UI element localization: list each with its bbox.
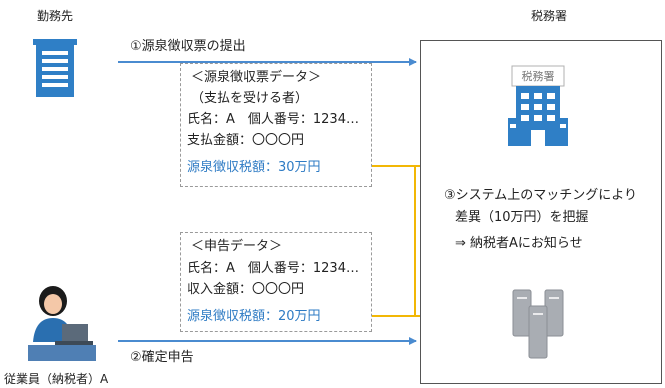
arrow-bottom-label: ②確定申告 <box>130 350 194 365</box>
matching-line-1: ③システム上のマッチングにより <box>444 188 638 203</box>
withholding-data-box: ＜源泉徴収票データ＞ （支払を受ける者） 氏名：A 個人番号：1234… 支払金… <box>180 63 372 187</box>
matching-line-3: ⇒ 納税者Aにお知らせ <box>455 236 583 251</box>
tax-office-sign: 税務署 <box>521 70 555 83</box>
withholding-title: ＜源泉徴収票データ＞ <box>191 70 322 85</box>
withholding-amount-line: 支払金額：〇〇〇円 <box>187 133 305 148</box>
employee-label: 従業員（納税者）A <box>4 372 109 386</box>
return-data-box: ＜申告データ＞ 氏名：A 個人番号：1234… 収入金額：〇〇〇円 源泉徴収税額… <box>180 232 372 332</box>
return-name-line: 氏名：A 個人番号：1234… <box>187 261 359 276</box>
return-income-line: 収入金額：〇〇〇円 <box>187 282 305 297</box>
withholding-tax-line: 源泉徴収税額：30万円 <box>187 160 321 175</box>
return-tax-line: 源泉徴収税額：20万円 <box>187 309 321 324</box>
tax-office-label: 税務署 <box>531 9 568 23</box>
withholding-subtitle: （支払を受ける者） <box>191 91 309 106</box>
return-title: ＜申告データ＞ <box>191 239 283 254</box>
arrow-top-label: ①源泉徴収票の提出 <box>130 39 246 54</box>
matching-line-2: 差異（10万円）を把握 <box>455 210 589 225</box>
withholding-name-line: 氏名：A 個人番号：1234… <box>187 112 359 127</box>
employer-label: 勤務先 <box>37 9 74 23</box>
